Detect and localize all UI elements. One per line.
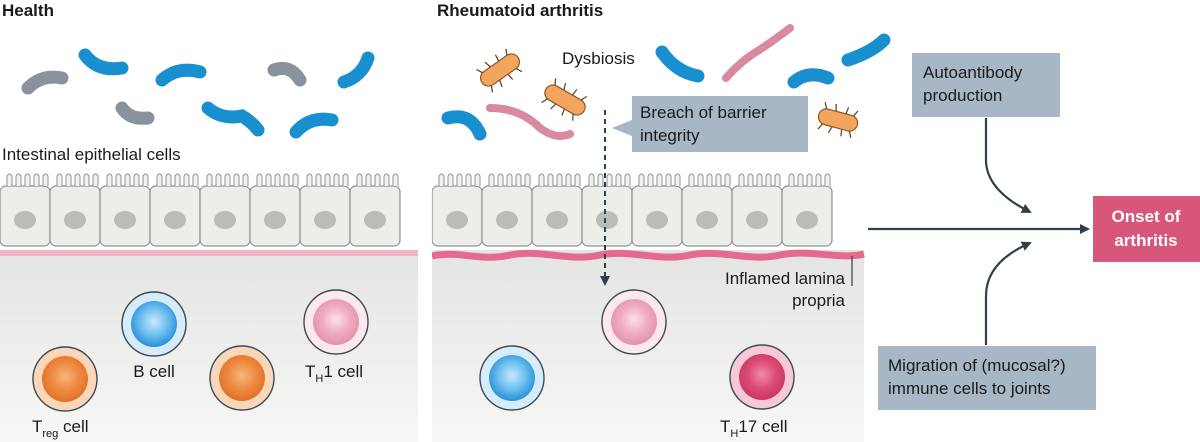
epithelial-cell <box>681 173 733 247</box>
epithelial-cell <box>249 173 301 247</box>
bacteria-group <box>21 24 891 141</box>
epithelial-cells-label: Intestinal epithelial cells <box>2 145 181 164</box>
epithelial-cell <box>531 173 583 247</box>
pink-cell-ra <box>601 289 667 355</box>
epithelial-cell <box>481 173 533 247</box>
treg-cell <box>32 346 98 412</box>
autoantibody-arrow <box>984 118 1032 213</box>
dysbiosis-label: Dysbiosis <box>562 49 635 68</box>
breach-label-line1: Breach of barrier <box>640 103 767 122</box>
b-cell <box>121 291 187 357</box>
onset-box <box>1093 196 1200 262</box>
onset-line2: arthritis <box>1114 231 1177 250</box>
bacterium-pink-chain <box>486 104 574 140</box>
epithelial-cell <box>0 173 51 247</box>
bacterium-grey <box>115 101 155 125</box>
th17-cell <box>729 344 795 410</box>
bacterium-pink-chain <box>722 24 794 82</box>
th17-cell-label: TH17 cell <box>720 417 787 440</box>
epithelial-cell <box>431 173 483 247</box>
inflamed-label-line1: Inflamed lamina <box>725 269 846 288</box>
breach-label-line2: integrity <box>640 126 700 145</box>
epithelial-cell <box>199 173 251 247</box>
epithelial-cell <box>299 173 351 247</box>
th1-cell <box>303 289 369 355</box>
bacterium-blue <box>655 45 705 83</box>
migration-arrow <box>984 241 1032 345</box>
epithelial-cell <box>581 173 633 247</box>
migration-line1: Migration of (mucosal?) <box>888 356 1066 375</box>
inflamed-label-line2: propria <box>792 291 845 310</box>
autoantibody-box <box>912 53 1060 117</box>
bacterium-blue <box>787 68 835 89</box>
bacterium-orange <box>817 101 859 139</box>
epithelial-cell <box>349 173 401 247</box>
epithelial-cell <box>731 173 783 247</box>
migration-line2: immune cells to joints <box>888 379 1051 398</box>
inflamed-membrane <box>431 249 865 261</box>
bacterium-grey <box>21 70 69 95</box>
th1-cell-label: TH1 cell <box>305 362 363 385</box>
bacterium-orange <box>541 78 588 121</box>
autoantibody-line1: Autoantibody <box>923 63 1023 82</box>
basement-membrane-health <box>0 250 418 256</box>
bacterium-blue <box>289 112 339 139</box>
bacterium-blue <box>155 63 207 87</box>
epithelial-cell <box>631 173 683 247</box>
bacterium-blue <box>441 110 487 141</box>
ra-panel-title: Rheumatoid arthritis <box>437 1 603 20</box>
epithelial-cell-layer <box>0 173 833 247</box>
breach-callout: Breach of barrier integrity <box>612 96 808 152</box>
bacterium-blue <box>337 51 375 89</box>
blue-cell-ra <box>479 345 545 411</box>
epithelial-cell <box>781 173 833 247</box>
onset-line1: Onset of <box>1112 207 1181 226</box>
epithelial-cell <box>49 173 101 247</box>
bacterium-grey <box>267 61 307 87</box>
health-panel-title: Health <box>2 1 54 20</box>
b-cell-label: B cell <box>133 362 175 381</box>
migration-box <box>878 346 1096 410</box>
treg-cell-label: Treg cell <box>32 417 89 440</box>
epithelial-cell <box>99 173 151 247</box>
bacterium-orange <box>476 48 523 93</box>
orange-cell <box>209 345 275 411</box>
bacterium-blue <box>201 101 265 137</box>
epithelial-cell <box>149 173 201 247</box>
bacterium-blue <box>841 33 891 67</box>
bacterium-blue <box>78 48 129 76</box>
panel-divider <box>418 178 432 442</box>
autoantibody-line2: production <box>923 86 1002 105</box>
